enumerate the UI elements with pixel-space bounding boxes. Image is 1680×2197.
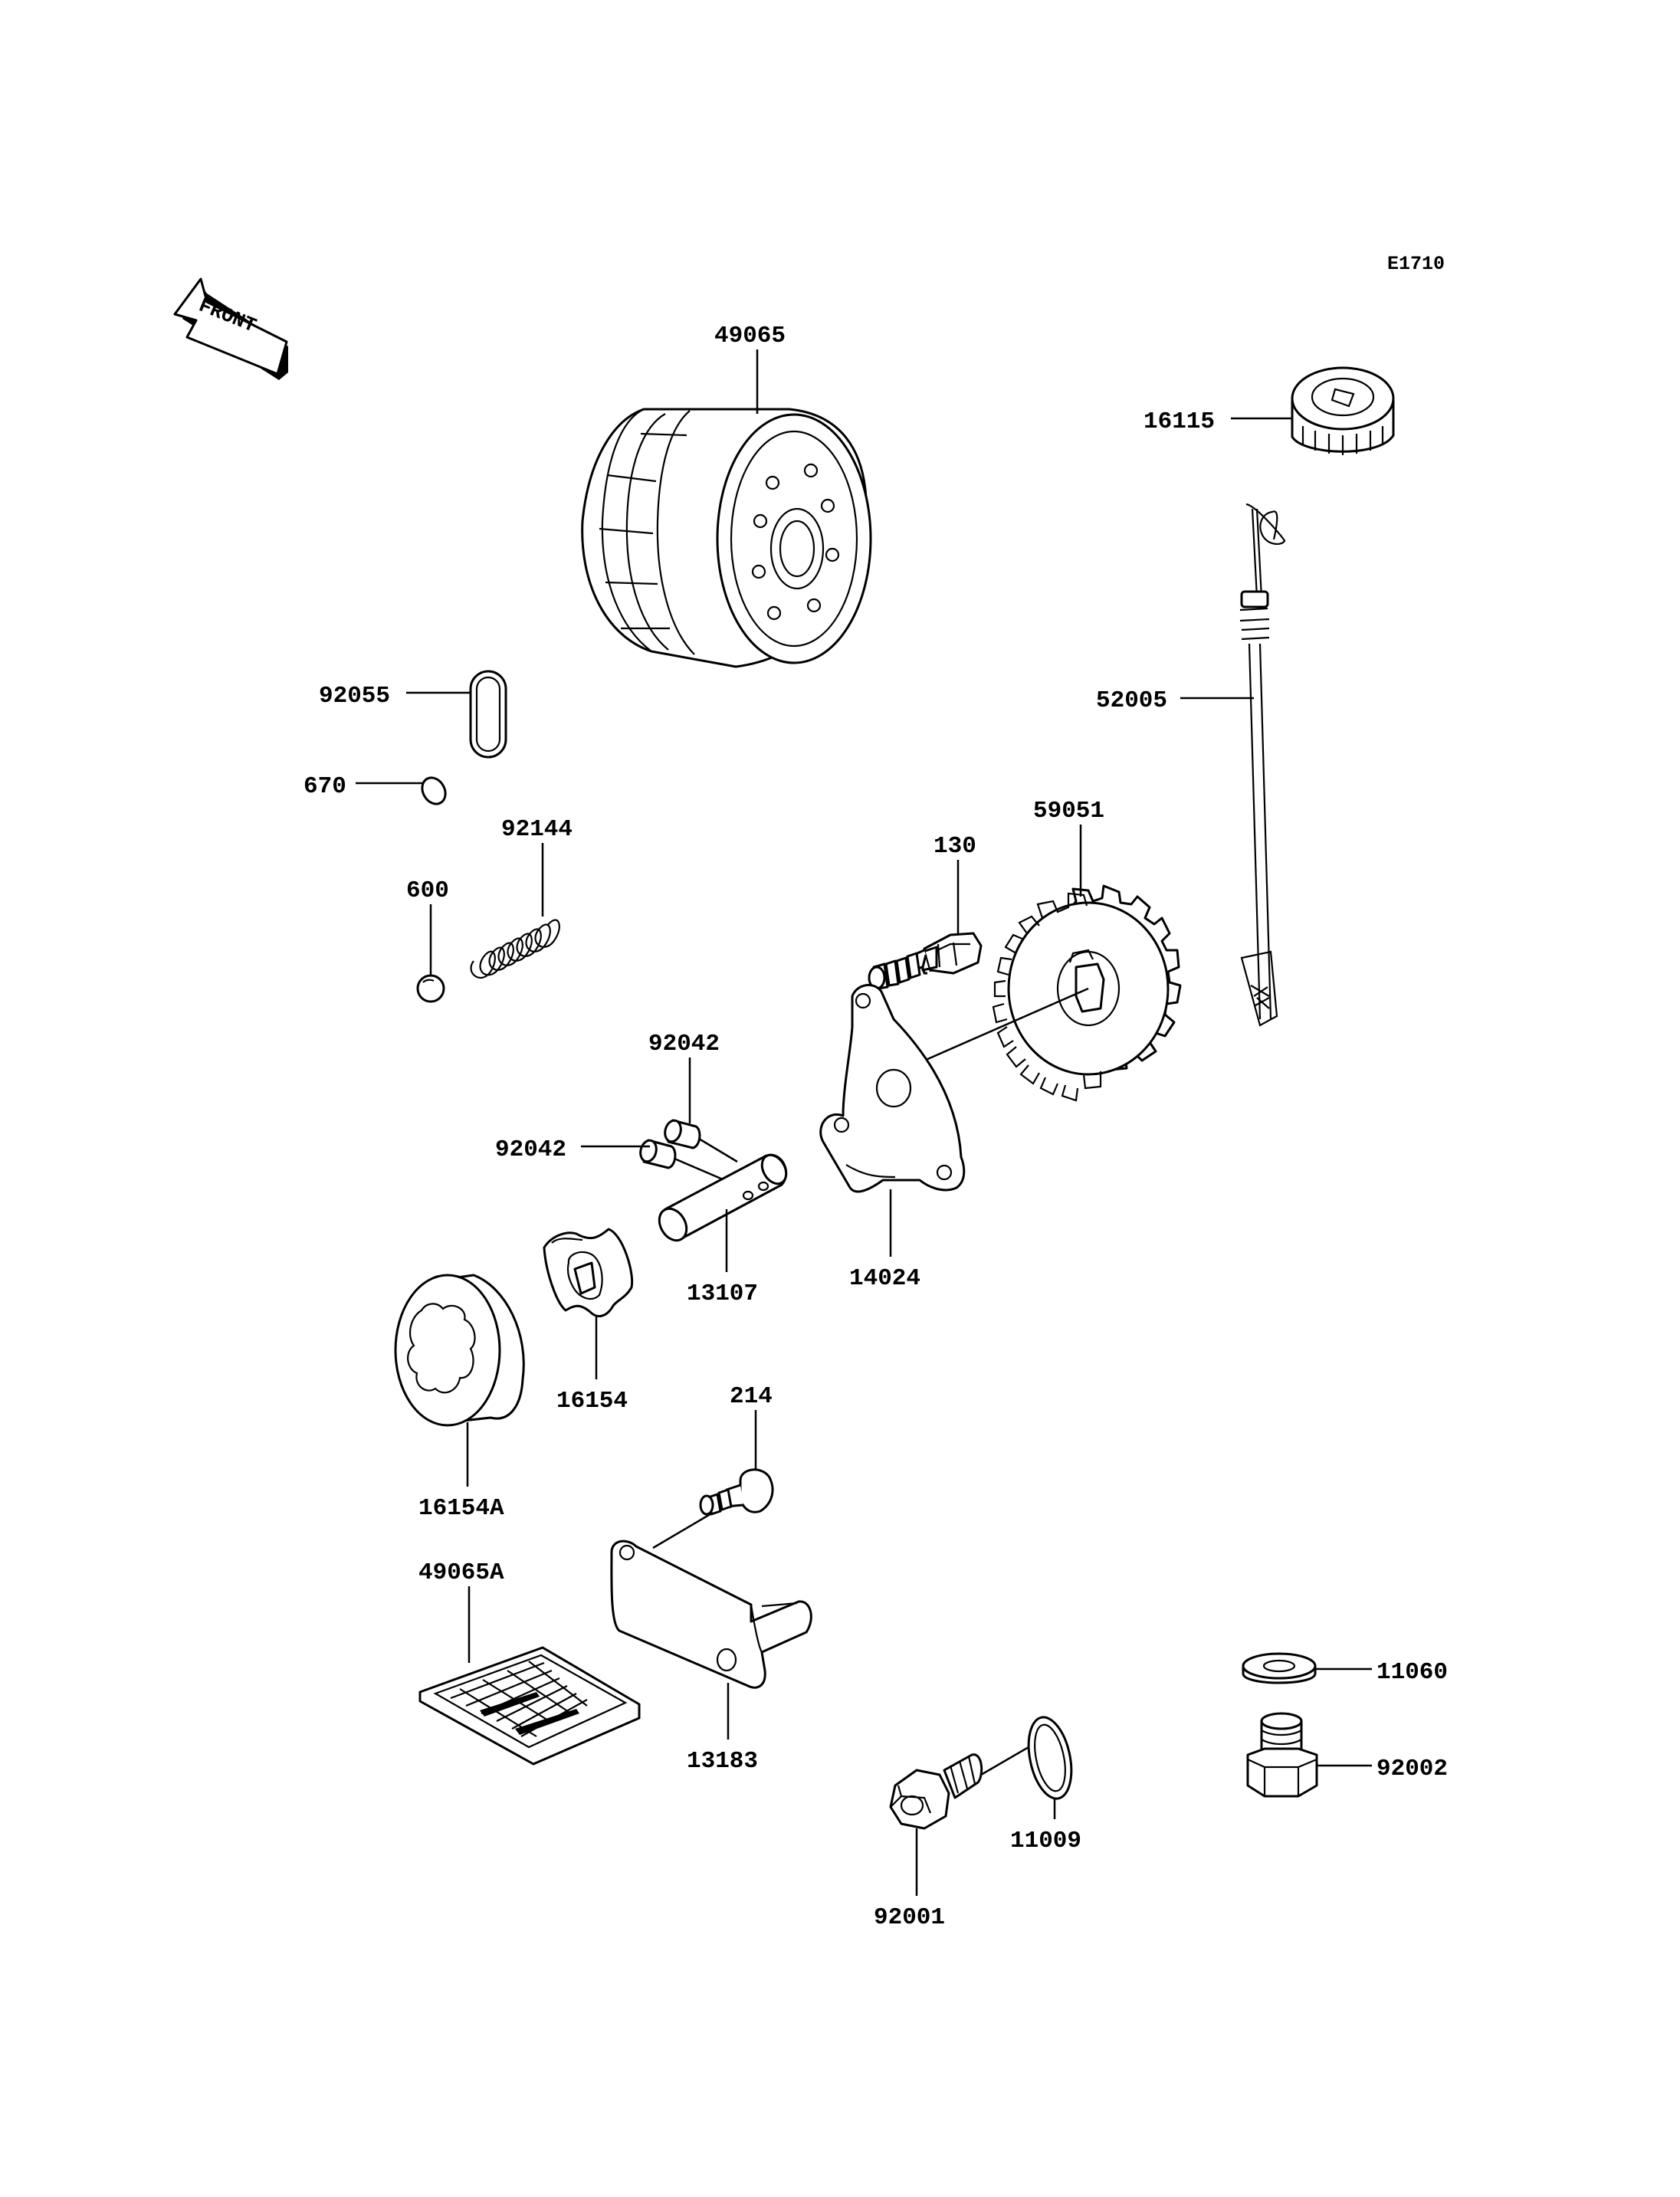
- drain-gasket[interactable]: [1022, 1713, 1078, 1802]
- pump-shaft[interactable]: [654, 1151, 791, 1245]
- label-shaft: 13107: [687, 1280, 758, 1307]
- cover-bolt[interactable]: [868, 932, 983, 990]
- label-oil-filter: 49065: [714, 323, 786, 349]
- inner-rotor[interactable]: [543, 1228, 634, 1318]
- label-pipe: 13183: [687, 1748, 758, 1775]
- dipstick[interactable]: [1239, 503, 1286, 1027]
- label-cover: 14024: [849, 1265, 920, 1292]
- small-o-ring[interactable]: [418, 773, 450, 808]
- label-ball: 600: [406, 877, 449, 904]
- front-arrow-icon: FRONT: [173, 277, 288, 380]
- label-o-ring: 670: [304, 773, 346, 800]
- label-drain-gasket: 11009: [1010, 1828, 1081, 1854]
- dowel-pin-upper[interactable]: [663, 1119, 701, 1149]
- label-dipstick: 52005: [1096, 687, 1167, 714]
- pump-cover[interactable]: [819, 984, 966, 1193]
- label-washer: 11060: [1376, 1659, 1448, 1686]
- label-gear: 59051: [1033, 798, 1104, 825]
- dowel-pin-lower[interactable]: [638, 1139, 677, 1169]
- label-drain-plug: 92002: [1376, 1756, 1448, 1782]
- label-drain-bolt: 92001: [874, 1904, 945, 1931]
- suction-pipe[interactable]: [610, 1540, 812, 1689]
- pipe-screw[interactable]: [699, 1468, 774, 1516]
- label-inner-rotor: 16154: [556, 1388, 628, 1415]
- oil-filter[interactable]: [581, 408, 872, 668]
- oval-gasket[interactable]: [469, 670, 507, 759]
- diagram-code: E1710: [1387, 253, 1445, 275]
- filler-cap[interactable]: [1291, 366, 1395, 455]
- label-strainer: 49065A: [418, 1559, 504, 1586]
- drain-plug[interactable]: [1246, 1712, 1318, 1798]
- label-bolt-130: 130: [934, 833, 976, 860]
- washer[interactable]: [1242, 1652, 1317, 1684]
- label-screw: 214: [730, 1383, 773, 1410]
- label-oval-gasket: 92055: [319, 683, 390, 710]
- check-ball[interactable]: [416, 974, 445, 1003]
- drain-bolt[interactable]: [889, 1753, 983, 1830]
- label-pin-upper: 92042: [648, 1031, 720, 1058]
- oil-pump-gear[interactable]: [992, 884, 1182, 1102]
- label-filler-cap: 16115: [1144, 408, 1215, 435]
- outer-rotor[interactable]: [394, 1274, 525, 1427]
- oil-strainer[interactable]: [418, 1646, 641, 1766]
- label-pin-lower: 92042: [495, 1136, 566, 1163]
- label-outer-rotor: 16154A: [418, 1495, 504, 1522]
- label-spring: 92144: [501, 816, 573, 843]
- relief-spring[interactable]: [470, 919, 560, 979]
